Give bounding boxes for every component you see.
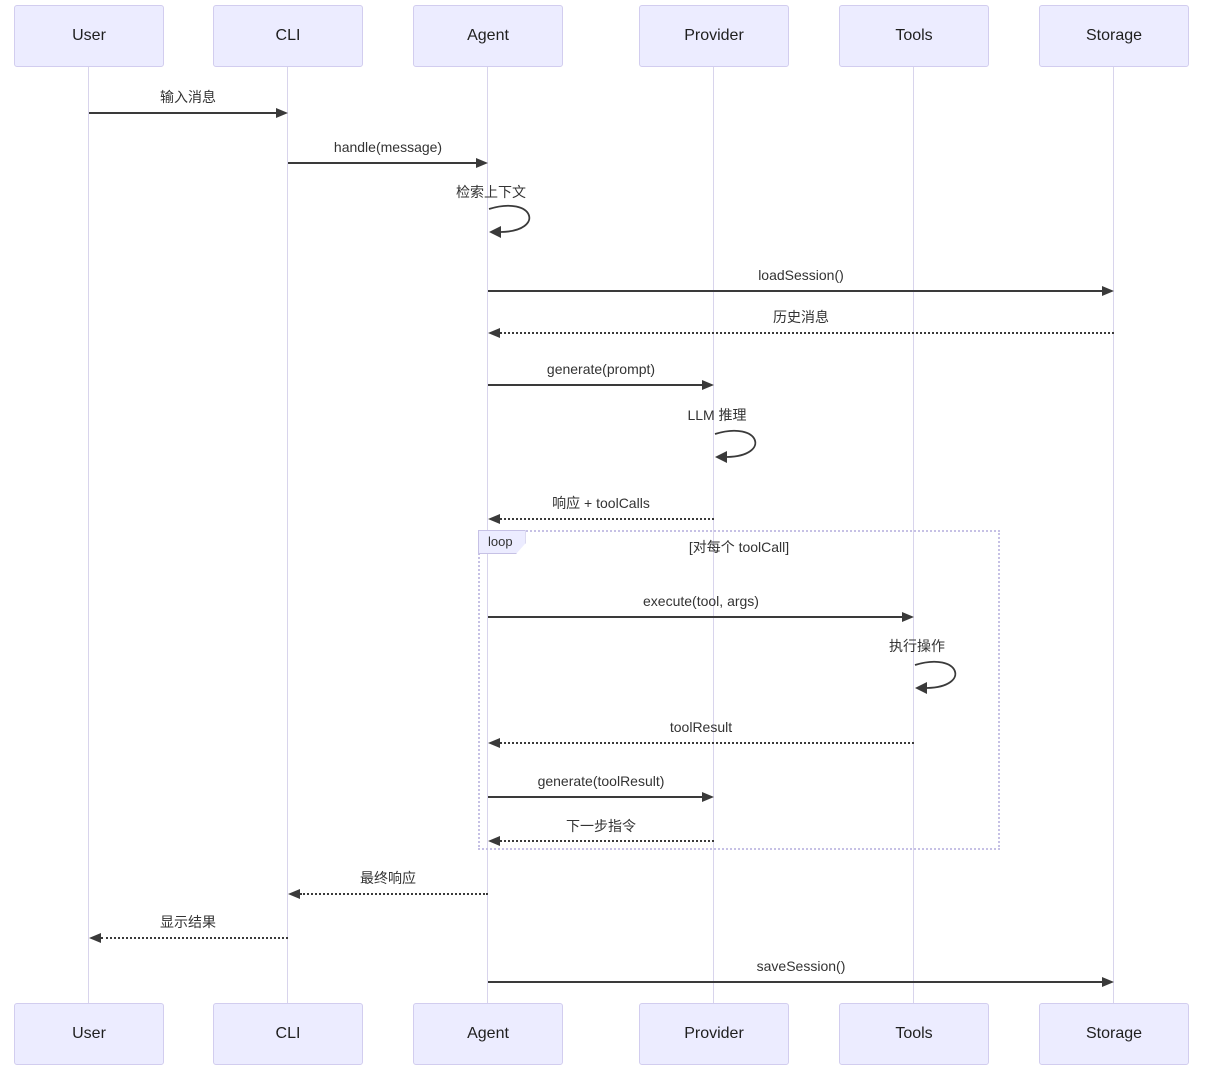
arrowhead-left-icon [488,836,500,846]
arrowhead-right-icon [1102,977,1114,987]
self-loop-icon [488,204,531,238]
message-label: generate(toolResult) [537,773,665,789]
arrowhead-left-icon [488,738,500,748]
participant-label: Agent [467,27,509,44]
arrowhead-right-icon [276,108,288,118]
arrowhead-right-icon [476,158,488,168]
participant-box-agent-bottom: Agent [413,1003,563,1065]
participant-label: Storage [1085,27,1143,44]
arrowhead-left-icon [288,889,300,899]
message-line [500,840,714,842]
participant-label: User [72,1025,106,1042]
participant-box-provider-top: Provider [639,5,789,67]
message-label: 执行操作 [889,638,945,654]
participant-label: Storage [1085,1025,1143,1042]
participant-box-tools-top: Tools [839,5,989,67]
message-line [89,112,276,114]
message-label: 检索上下文 [456,184,526,200]
message-label: handle(message) [333,139,443,155]
lifeline-user [88,66,89,1003]
message-line [500,518,714,520]
message-label: 下一步指令 [566,818,636,834]
participant-label: CLI [275,1025,301,1042]
message-line [488,384,702,386]
arrowhead-right-icon [1102,286,1114,296]
arrowhead-right-icon [702,792,714,802]
self-loop-icon [914,660,957,694]
message-line [288,162,476,164]
loop-condition: [对每个 toolCall] [688,539,790,555]
message-line [488,981,1102,983]
message-label: 显示结果 [160,914,216,930]
arrowhead-right-icon [702,380,714,390]
participant-box-cli-top: CLI [213,5,363,67]
lifeline-tools [913,66,914,1003]
message-label: 输入消息 [160,89,216,105]
loop-label: loop [478,530,526,554]
message-line [101,937,288,939]
participant-label: Tools [895,27,933,44]
message-line [488,616,902,618]
participant-label: User [72,27,106,44]
lifeline-provider [713,66,714,1003]
message-label: toolResult [669,719,733,735]
participant-label: CLI [275,27,301,44]
participant-label: Agent [467,1025,509,1042]
arrowhead-left-icon [488,328,500,338]
participant-box-provider-bottom: Provider [639,1003,789,1065]
participant-box-storage-top: Storage [1039,5,1189,67]
participant-box-cli-bottom: CLI [213,1003,363,1065]
self-loop-icon [714,429,757,463]
arrowhead-left-icon [89,933,101,943]
lifeline-cli [287,66,288,1003]
message-label: generate(prompt) [546,361,656,377]
participant-box-agent-top: Agent [413,5,563,67]
loop-frame: loop [对每个 toolCall] [478,530,1000,850]
message-label: 历史消息 [773,309,829,325]
participant-label: Provider [684,1025,744,1042]
message-line [488,796,702,798]
participant-box-tools-bottom: Tools [839,1003,989,1065]
message-label: saveSession() [756,958,846,974]
message-line [500,332,1114,334]
message-label: LLM 推理 [687,407,747,423]
message-label: 最终响应 [360,870,416,886]
message-line [488,290,1102,292]
participant-box-user-top: User [14,5,164,67]
lifeline-storage [1113,66,1114,1003]
arrowhead-left-icon [488,514,500,524]
message-label: loadSession() [758,267,844,283]
participant-label: Tools [895,1025,933,1042]
message-label: execute(tool, args) [643,593,759,609]
message-line [300,893,488,895]
message-line [500,742,914,744]
participant-box-user-bottom: User [14,1003,164,1065]
arrowhead-right-icon [902,612,914,622]
message-label: 响应 + toolCalls [552,495,650,511]
participant-box-storage-bottom: Storage [1039,1003,1189,1065]
participant-label: Provider [684,27,744,44]
